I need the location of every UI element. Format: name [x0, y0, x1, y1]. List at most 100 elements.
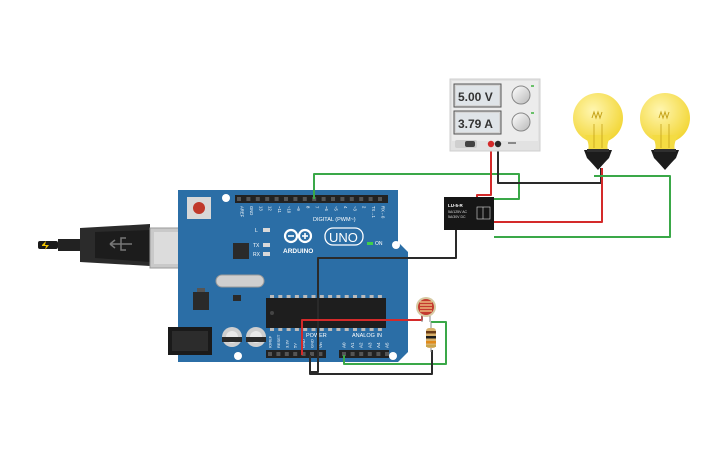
analog-pin-hole[interactable]: [359, 352, 364, 356]
current-knob[interactable]: [511, 112, 531, 132]
digital-pin-label: GND: [249, 206, 254, 215]
led-l: [263, 228, 270, 232]
digital-header[interactable]: [235, 195, 388, 203]
analog-pin-hole[interactable]: [385, 352, 389, 356]
digital-pin-label: ~11: [277, 206, 282, 213]
digital-pin-hole[interactable]: [378, 197, 382, 201]
led-rx: [263, 252, 270, 256]
led-l-label: L: [255, 228, 258, 234]
photoresistor[interactable]: [416, 297, 436, 322]
digital-pin-label: ~9: [296, 206, 301, 211]
power-supply[interactable]: 5.00 V 3.79 A: [449, 78, 541, 152]
led-tx: [263, 243, 270, 247]
resistor[interactable]: [426, 322, 436, 352]
digital-pin-hole[interactable]: [349, 197, 354, 201]
crystal-oscillator: [215, 274, 265, 288]
relay-rating-ac: 5A/125V AC: [448, 210, 468, 214]
wire-red-supply[interactable]: [476, 143, 492, 202]
usb-icon: [109, 237, 132, 251]
model-label: UNO: [329, 230, 358, 245]
digital-pin-label: ~10: [287, 206, 292, 214]
uno-badge: [324, 227, 364, 246]
analog-pin-label: A1: [350, 342, 355, 348]
power-jack[interactable]: [168, 327, 212, 355]
capacitor: [222, 327, 242, 347]
analog-pin-hole[interactable]: [350, 352, 355, 356]
power-header-label: POWER: [306, 333, 327, 339]
digital-pin-label: 2: [362, 206, 367, 209]
power-pin-label: IOREF: [268, 335, 273, 348]
digital-pin-hole[interactable]: [359, 197, 364, 201]
on-label: ON: [375, 241, 383, 247]
power-pin-hole[interactable]: [293, 352, 298, 356]
power-pin-hole[interactable]: [318, 352, 323, 356]
digital-pin-hole[interactable]: [265, 197, 270, 201]
digital-pin-hole[interactable]: [321, 197, 326, 201]
digital-pin-label: 7: [315, 206, 320, 209]
relay[interactable]: LU-5-R 5A/125V AC 5A/30V DC: [444, 197, 494, 230]
analog-pin-hole[interactable]: [367, 352, 372, 356]
analog-pin-label: A3: [367, 342, 372, 348]
wire-black-resistor[interactable]: [309, 350, 433, 375]
analog-pin-label: A5: [385, 342, 390, 348]
digital-pin-hole[interactable]: [237, 197, 241, 201]
mount-hole: [389, 352, 397, 360]
power-pin-hole[interactable]: [268, 352, 272, 356]
power-pin-label: RESET: [276, 334, 281, 348]
analog-pin-hole[interactable]: [376, 352, 381, 356]
digital-pin-label: AREF: [240, 206, 245, 218]
digital-pin-label: ~3: [352, 206, 357, 211]
led-rx-label: RX: [253, 252, 261, 258]
arduino-logo-icon: [283, 228, 313, 244]
digital-pin-label: 4: [343, 206, 348, 209]
analog-pin-label: A0: [342, 342, 347, 348]
lightning-icon: [42, 241, 49, 250]
relay-symbol-icon: [476, 206, 491, 220]
power-pin-hole[interactable]: [276, 352, 281, 356]
mount-hole: [234, 352, 242, 360]
wire-green-a0[interactable]: [343, 321, 447, 365]
voltage-knob[interactable]: [511, 85, 531, 105]
power-pin-label: GND: [301, 339, 306, 348]
digital-pin-hole[interactable]: [331, 197, 335, 201]
capacitor: [246, 327, 266, 347]
light-bulb[interactable]: [573, 93, 623, 170]
wire-green-signal[interactable]: [313, 173, 520, 200]
digital-pin-hole[interactable]: [302, 197, 307, 201]
digital-pin-label: ~5: [334, 206, 339, 211]
digital-pin-label: 12: [268, 206, 273, 211]
power-pin-label: GND: [310, 339, 315, 348]
wire-green-bulb[interactable]: [494, 175, 671, 238]
digital-pin-label: TX→1: [371, 206, 376, 219]
current-display: 3.79 A: [458, 117, 493, 131]
usb-chip: [233, 243, 249, 259]
negative-terminal[interactable]: [494, 140, 502, 148]
wire-red-bulb[interactable]: [494, 168, 603, 223]
analog-header[interactable]: [339, 350, 389, 358]
mount-hole: [222, 194, 230, 202]
digital-pin-hole[interactable]: [246, 197, 251, 201]
digital-pin-hole[interactable]: [274, 197, 279, 201]
voltage-regulator: [193, 292, 209, 310]
digital-pin-hole[interactable]: [255, 197, 260, 201]
digital-pin-label: RX←0: [381, 206, 386, 219]
analog-pin-hole[interactable]: [342, 352, 346, 356]
atmega-chip: [266, 295, 386, 331]
reset-button[interactable]: [187, 197, 211, 219]
positive-terminal[interactable]: [487, 140, 495, 148]
relay-rating-dc: 5A/30V DC: [448, 215, 466, 219]
mount-hole: [392, 241, 400, 249]
light-bulb[interactable]: [640, 93, 690, 170]
led-tx-label: TX: [253, 243, 260, 249]
power-pin-hole[interactable]: [301, 352, 306, 356]
digital-header-label: DIGITAL (PWM~): [313, 217, 356, 223]
digital-pin-hole[interactable]: [284, 197, 288, 201]
digital-pin-label: ~6: [324, 206, 329, 211]
digital-pin-hole[interactable]: [368, 197, 373, 201]
digital-pin-hole[interactable]: [340, 197, 345, 201]
small-chip: [233, 295, 241, 301]
power-pin-hole[interactable]: [310, 352, 314, 356]
digital-pin-hole[interactable]: [293, 197, 298, 201]
power-pin-hole[interactable]: [284, 352, 289, 356]
